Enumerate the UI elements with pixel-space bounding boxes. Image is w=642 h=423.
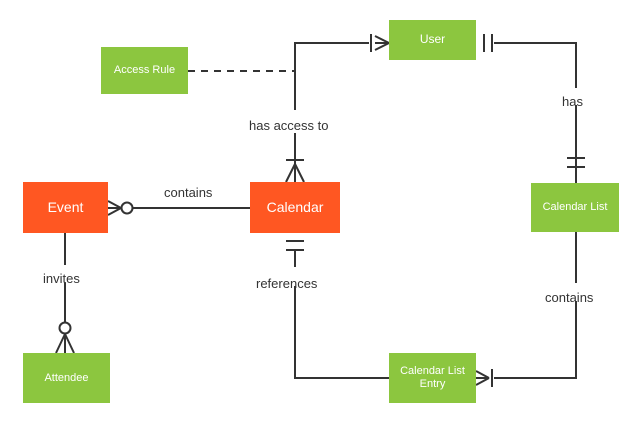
entity-label: Calendar List	[542, 201, 608, 214]
entity-label: Attendee	[44, 371, 89, 384]
cardinality-calendar-top-many	[285, 159, 305, 183]
entity-label: Event	[47, 199, 84, 216]
entity-label: Calendar	[266, 199, 324, 216]
entity-attendee[interactable]: Attendee	[23, 353, 110, 403]
cardinality-cle-right-one-or-many	[475, 369, 493, 387]
relationship-label-references: references	[256, 276, 318, 291]
cardinality-calendar-bottom-one-and-only-one	[286, 240, 304, 251]
entity-label: User	[419, 32, 446, 47]
entity-event[interactable]: Event	[23, 182, 108, 233]
relationship-label-has-access-to: has access to	[249, 118, 329, 133]
entity-label: Access Rule	[113, 64, 176, 77]
relationship-label-contains-event-calendar: contains	[164, 185, 213, 200]
entity-user[interactable]: User	[389, 20, 476, 60]
cardinality-event-right-zero-or-many	[107, 200, 134, 216]
relationship-label-contains-list-entry: contains	[545, 290, 594, 305]
relationship-label-has: has	[562, 94, 583, 109]
connector-has	[494, 42, 577, 183]
cardinality-user-left-one	[370, 34, 390, 52]
entity-access-rule[interactable]: Access Rule	[101, 47, 188, 94]
cardinality-calendar-list-top-one-and-only-one	[567, 157, 585, 168]
entity-label: Calendar List Entry	[400, 365, 465, 390]
entity-calendar-list-entry[interactable]: Calendar List Entry	[389, 353, 476, 403]
entity-calendar-list[interactable]: Calendar List	[531, 183, 619, 232]
cardinality-user-right-one-and-only-one	[483, 34, 493, 52]
connector-has-access-to	[294, 42, 369, 182]
connector-references	[294, 250, 389, 379]
entity-calendar[interactable]: Calendar	[250, 182, 340, 233]
cardinality-attendee-top-zero-or-many	[55, 321, 75, 354]
relationship-label-invites: invites	[43, 271, 80, 286]
connector-contains-list-entry	[494, 232, 577, 379]
